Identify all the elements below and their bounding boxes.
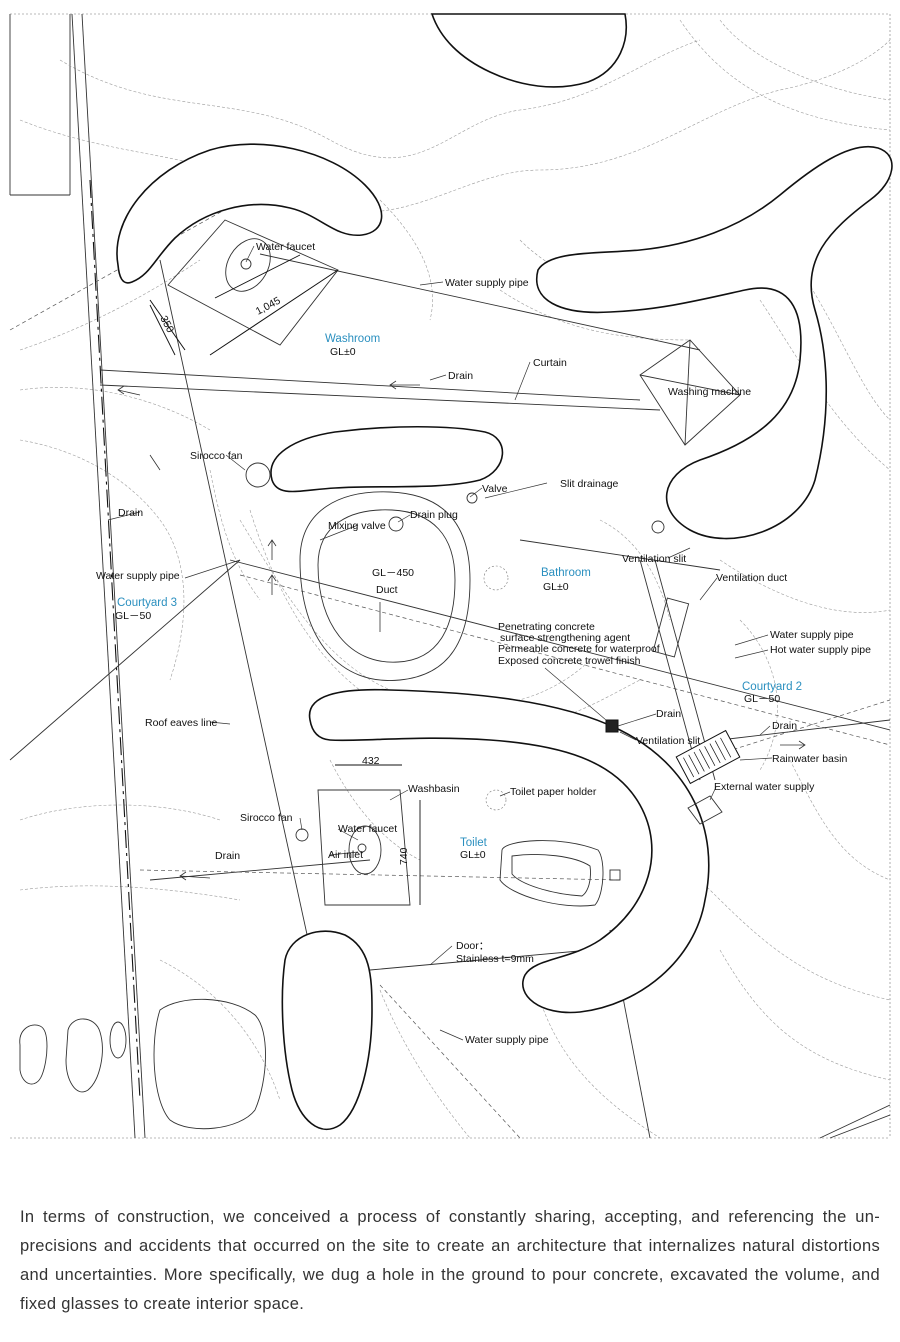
label-drain-plug: Drain plug (410, 509, 458, 521)
label-concrete-2: surface strengthening agent (500, 632, 630, 644)
room-courtyard2-level: GL－50 (744, 693, 780, 705)
dimension-1045: 1,045 (254, 295, 283, 318)
room-courtyard2-name: Courtyard 2 (742, 681, 802, 693)
wall-s-curve (308, 688, 710, 1014)
label-valve: Valve (482, 483, 508, 495)
wall-top-center (430, 13, 627, 88)
dimension-lines (149, 254, 421, 905)
label-curtain: Curtain (533, 357, 567, 369)
label-ventilation-duct: Ventilation duct (716, 572, 787, 584)
rainwater-basin-grate (675, 729, 741, 825)
wall-top-left (116, 143, 383, 284)
room-washroom-level: GL±0 (330, 346, 356, 358)
label-concrete-4: Exposed concrete trowel finish (498, 655, 641, 667)
label-water-supply-pipe-bottom: Water supply pipe (465, 1034, 549, 1046)
construction-caption: In terms of construction, we conceived a… (20, 1207, 880, 1313)
label-door-2: Stainless t=9mm (456, 953, 534, 965)
concrete-walls (116, 13, 893, 1131)
room-toilet-name: Toilet (460, 837, 488, 849)
label-water-faucet-bottom: Water faucet (338, 823, 397, 835)
axis-lines (9, 13, 891, 1139)
label-sirocco-fan-top: Sirocco fan (190, 450, 243, 462)
label-washing-machine: Washing machine (668, 386, 751, 398)
label-external-water-supply: External water supply (714, 781, 815, 793)
room-labels: Washroom GL±0 Bathroom GL±0 Toilet GL±0 … (115, 333, 802, 861)
label-mixing-valve: Mixing valve (328, 520, 386, 532)
dimension-740: 740 (398, 847, 410, 865)
wall-right-curve (535, 145, 893, 540)
room-courtyard3-level: GL－50 (115, 610, 151, 622)
annotation-labels: Water faucet Water supply pipe Drain Cur… (96, 241, 871, 1046)
label-tub-level: GL－450 (372, 567, 414, 579)
wall-bottom-left (281, 930, 373, 1131)
toilet-fixtures (295, 789, 621, 907)
label-rainwater-basin: Rainwater basin (772, 753, 847, 765)
bathtub (299, 491, 509, 681)
label-drain-washroom: Drain (448, 370, 473, 382)
label-water-supply-pipe-right: Water supply pipe (770, 629, 854, 641)
label-duct: Duct (376, 584, 398, 596)
label-toilet-paper-holder: Toilet paper holder (510, 786, 597, 798)
label-drain-center: Drain (656, 708, 681, 720)
wall-bathroom-top (270, 425, 504, 493)
washroom-fixtures (149, 219, 741, 488)
label-water-supply-pipe-top: Water supply pipe (445, 277, 529, 289)
dimension-350: 350 (157, 314, 176, 335)
stepping-stones (19, 998, 266, 1130)
label-water-supply-pipe-left: Water supply pipe (96, 570, 180, 582)
label-sirocco-fan-bottom: Sirocco fan (240, 812, 293, 824)
label-drain-left: Drain (118, 507, 143, 519)
label-drain-right: Drain (772, 720, 797, 732)
label-ventilation-slit-bottom: Ventilation slit (636, 735, 700, 747)
label-drain-bottom: Drain (215, 850, 240, 862)
site-plan-drawing: Washroom GL±0 Bathroom GL±0 Toilet GL±0 … (9, 13, 893, 1139)
label-washbasin: Washbasin (408, 783, 460, 795)
label-door-1: Door： (456, 940, 489, 952)
label-ventilation-slit-top: Ventilation slit (622, 553, 686, 565)
flow-arrows (117, 380, 806, 881)
room-courtyard3-name: Courtyard 3 (117, 597, 177, 609)
label-concrete-3: Permeable concrete for waterproof (498, 643, 660, 655)
label-water-faucet-top: Water faucet (256, 241, 315, 253)
label-concrete-1: Penetrating concrete (498, 621, 595, 633)
leader-lines (107, 245, 773, 1041)
room-washroom-name: Washroom (325, 333, 380, 345)
label-slit-drainage: Slit drainage (560, 478, 619, 490)
label-air-inlet: Air inlet (328, 849, 363, 861)
room-bathroom-name: Bathroom (541, 567, 591, 579)
room-toilet-level: GL±0 (460, 849, 486, 861)
room-bathroom-level: GL±0 (543, 581, 569, 593)
dimension-432: 432 (362, 755, 380, 767)
label-hot-water-supply-pipe: Hot water supply pipe (770, 644, 871, 656)
label-roof-eaves-line: Roof eaves line (145, 717, 218, 729)
